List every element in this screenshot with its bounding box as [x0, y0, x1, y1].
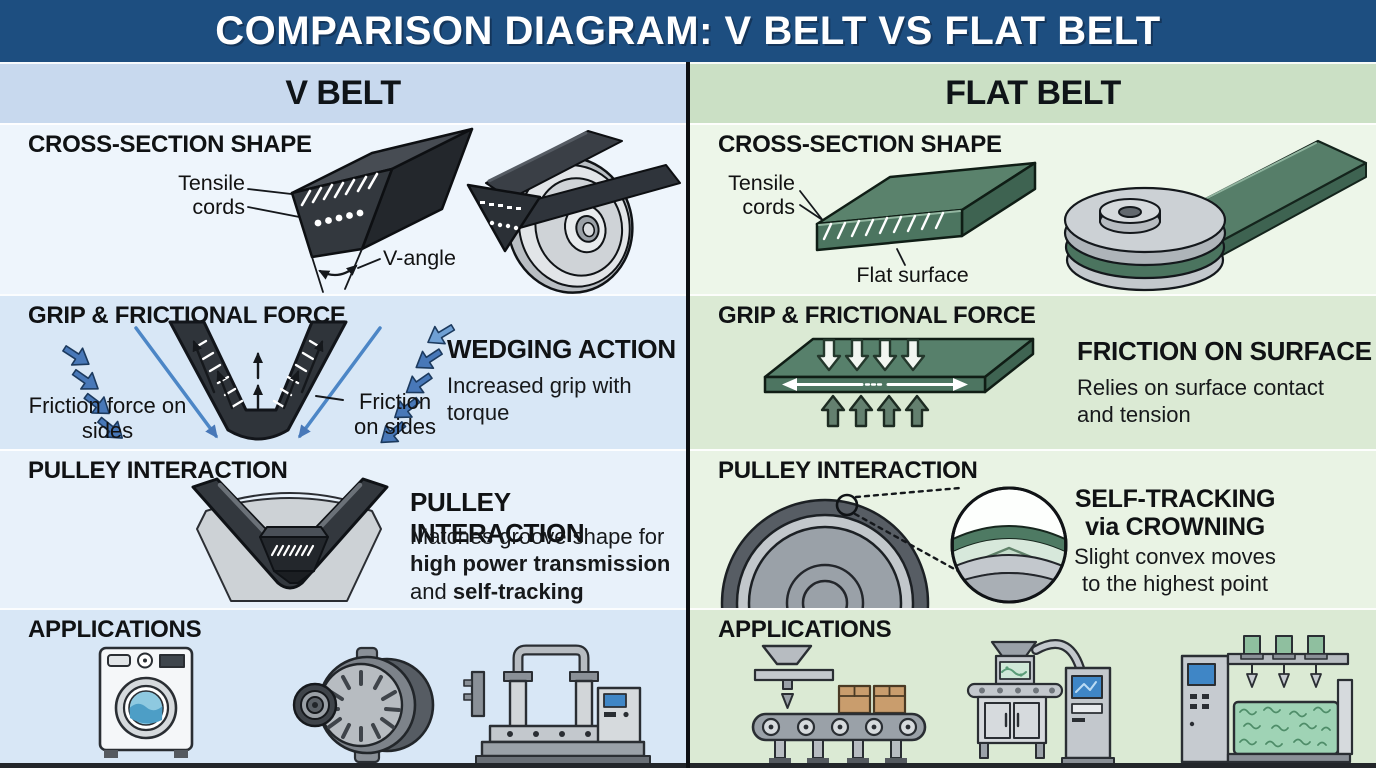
tensile-cord-dots: [314, 209, 364, 227]
conveyor-belt-icon: [751, 644, 927, 763]
body-start: Matches groove shape for: [410, 524, 665, 549]
self-tracking-title-line1: SELF-TRACKING: [1074, 485, 1276, 513]
v-belt-cross-section-art: [247, 127, 681, 294]
body-mid: and: [410, 578, 447, 604]
magnifier-source-circle: [835, 493, 859, 517]
flat-belt-slab: [815, 161, 1037, 252]
tensile-cord-hatches: [300, 172, 379, 207]
flat-applications-heading: APPLICATIONS: [718, 616, 892, 643]
body-bold-2: self-tracking: [452, 578, 584, 604]
v-belt-groove-shape: [168, 320, 348, 441]
fabric-texture: [1239, 706, 1331, 748]
friction-right-label: Friction on sides: [354, 389, 436, 439]
v-pulley-callout-body: Matches groove shape for high power tran…: [410, 523, 682, 605]
flat-surface-label: Flat surface: [856, 263, 969, 287]
title-bar: COMPARISON DIAGRAM: V BELT VS FLAT BELT: [0, 0, 1376, 62]
column-header-flat-belt: FLAT BELT: [690, 62, 1376, 123]
flat-belt-on-pulley: [1063, 139, 1368, 292]
v-angle-label: V-angle: [383, 246, 456, 270]
surface-friction-arrow: [782, 378, 968, 391]
column-divider: [686, 62, 690, 768]
v-belt-in-groove: [259, 526, 329, 584]
alternator-icon: [292, 646, 435, 763]
textile-machine-icon: [1180, 635, 1354, 763]
self-tracking-body: Slight convex moves to the highest point: [1074, 544, 1276, 597]
flat-grip-cell: GRIP & FRICTIONAL FORCE: [690, 294, 1376, 449]
page-title: COMPARISON DIAGRAM: V BELT VS FLAT BELT: [215, 8, 1161, 53]
flat-belt-header-label: FLAT BELT: [945, 74, 1121, 112]
crowning-magnifier: [950, 486, 1068, 604]
flat-pulley-heading: PULLEY INTERACTION: [718, 457, 978, 484]
v-cross-section-heading: CROSS-SECTION SHAPE: [28, 131, 312, 158]
flat-applications-cell: APPLICATIONS: [690, 608, 1376, 763]
flat-grip-art: [763, 337, 1035, 428]
crowned-pulley: [720, 498, 930, 608]
v-applications-heading: APPLICATIONS: [28, 616, 202, 643]
industrial-machine-icon: [463, 644, 651, 763]
tension-arrows: [192, 340, 324, 410]
v-angle-marker: [311, 248, 381, 293]
v-applications-art: [98, 644, 651, 763]
v-cross-section-cell: CROSS-SECTION SHAPE: [0, 123, 686, 294]
packaging-machine-icon: [966, 639, 1115, 763]
v-pulley-art: [191, 477, 389, 602]
flat-pulley-cell: PULLEY INTERACTION: [690, 449, 1376, 608]
flat-applications-art: [751, 635, 1354, 763]
zoom-line-bottom: [853, 512, 969, 578]
column-header-v-belt: V BELT: [0, 62, 686, 123]
reaction-up-arrows: [820, 394, 930, 428]
right-side-slip-arrow: [298, 326, 382, 439]
tensile-cords-label: Tensile cords: [178, 171, 245, 220]
self-tracking-title-line2: via CROWNING: [1085, 513, 1265, 541]
tensile-cords-label: Tensile cords: [728, 171, 795, 220]
left-side-slip-arrow: [134, 326, 218, 439]
friction-left-label: Friction force on sides: [28, 393, 187, 443]
flat-belt-cross-section-art: [799, 139, 1368, 292]
friction-on-surface-title: FRICTION ON SURFACE: [1077, 336, 1372, 366]
v-applications-cell: APPLICATIONS: [0, 608, 686, 763]
flat-grip-heading: GRIP & FRICTIONAL FORCE: [718, 302, 1036, 329]
flat-cross-section-heading: CROSS-SECTION SHAPE: [718, 131, 1002, 158]
zoom-line-top: [854, 486, 962, 499]
v-pulley-callout-title: PULLEY INTERACTION: [410, 487, 585, 548]
v-grip-cell: GRIP & FRICTIONAL FORCE: [0, 294, 686, 449]
v-belt-prism: [290, 127, 474, 259]
v-belt-on-pulley: [466, 130, 681, 294]
body-bold-1: high power transmission: [410, 551, 671, 577]
belt-cord-hatches: [270, 544, 315, 557]
flat-cross-section-cell: CROSS-SECTION SHAPE: [690, 123, 1376, 294]
flat-pulley-art: [720, 486, 1068, 608]
bobbins: [1240, 635, 1328, 688]
v-grip-art: [58, 318, 459, 449]
tensile-cord-hatches: [822, 211, 945, 241]
friction-on-surface-body: Relies on surface contact and tension: [1077, 375, 1325, 428]
v-belt-header-label: V BELT: [285, 74, 401, 112]
v-pulley-heading: PULLEY INTERACTION: [28, 457, 288, 484]
wedge-cord-dots: [480, 201, 521, 231]
v-belt-wedge: [466, 183, 542, 253]
wedging-action-title: WEDGING ACTION: [447, 334, 676, 364]
washing-machine-icon: [98, 646, 194, 758]
v-pulley-cell: PULLEY INTERACTION PULLE: [0, 449, 686, 608]
wedging-action-body: Increased grip with torque: [447, 373, 632, 426]
label-connector: [315, 395, 344, 401]
